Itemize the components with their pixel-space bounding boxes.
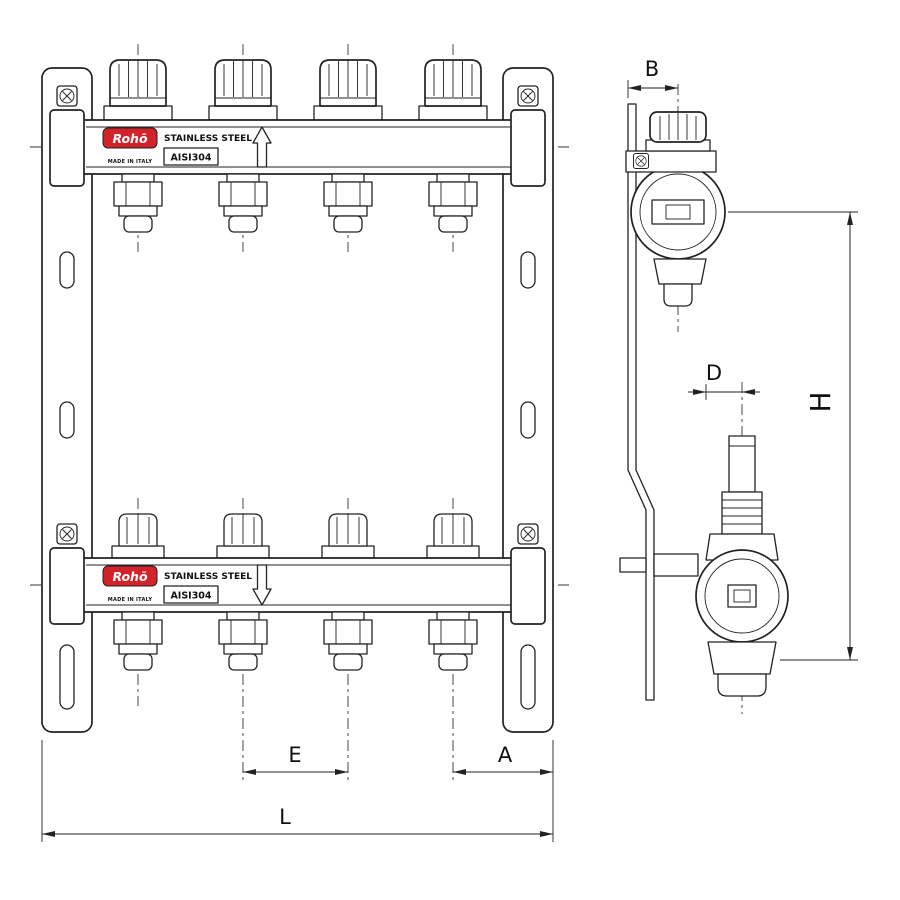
valve-cap-3: [321, 513, 375, 559]
top-cap-3: [313, 59, 383, 121]
alloy-box: [163, 585, 219, 604]
top-outlet-1: [113, 173, 163, 233]
dimension-L: L: [41, 740, 554, 842]
top-left-clamp: [49, 109, 85, 187]
dimension-H: H: [728, 211, 858, 661]
top-outlet-3: [323, 173, 373, 233]
valve-cap-1: [111, 513, 165, 559]
valve-assembly: [619, 435, 789, 697]
flowmeter-nut: [653, 258, 707, 285]
dimension-label-A: A: [498, 743, 513, 767]
dimension-label-B: B: [645, 57, 659, 81]
stainless-steel-text: STAINLESS STEEL: [164, 572, 252, 582]
valve-cap-4: [426, 513, 480, 559]
brand-logo-text: Rohō: [112, 569, 147, 584]
brand-logo-box: [102, 565, 158, 587]
dimension-E: E: [243, 743, 348, 775]
left-bracket-slot-3: [59, 644, 75, 710]
bottom-outlet-1: [113, 611, 163, 671]
flowmeter-assembly: [625, 111, 726, 307]
bottom-left-clamp: [49, 547, 85, 625]
valve-ribbed-adapter: [721, 491, 763, 535]
valve-bottom-cap: [717, 673, 767, 697]
alloy-box: [163, 147, 219, 166]
top-outlet-4: [428, 173, 478, 233]
made-in-italy-text: MADE IN ITALY: [108, 159, 153, 165]
bottom-outlet-2: [218, 611, 268, 671]
valve-cap-2: [216, 513, 270, 559]
dimension-label-E: E: [288, 743, 301, 767]
top-cap-1: [103, 59, 173, 121]
top-right-clamp: [510, 109, 546, 187]
valve-inlet-stub: [619, 557, 647, 573]
alloy-text: AISI304: [170, 153, 211, 164]
valve-window: [727, 584, 757, 608]
dimension-label-D: D: [706, 361, 722, 385]
valve-window-inner: [733, 589, 751, 603]
dimension-label-L: L: [279, 805, 291, 829]
top-bar-branding: Rohō MADE IN ITALY STAINLESS STEEL AISI3…: [102, 126, 272, 168]
top-outlet-2: [218, 173, 268, 233]
dimension-B: B: [627, 57, 678, 98]
left-bracket-slot-2: [59, 401, 75, 439]
right-bracket-slot-2: [520, 401, 536, 439]
stainless-steel-text: STAINLESS STEEL: [164, 134, 252, 144]
made-in-italy-text: MADE IN ITALY: [108, 597, 153, 603]
dimension-D: D: [688, 361, 760, 400]
right-bracket-slot-3: [520, 644, 536, 710]
valve-inner-ring: [704, 558, 780, 634]
screw-top-left-icon: [56, 85, 78, 107]
flowmeter-tail: [663, 283, 693, 307]
side-view: B D H: [619, 57, 858, 714]
top-cap-2: [208, 59, 278, 121]
alloy-text: AISI304: [170, 591, 211, 602]
screw-bottom-left-icon: [56, 523, 78, 545]
flow-arrow-up-icon: [252, 126, 272, 168]
screw-top-right-icon: [517, 85, 539, 107]
dimension-label-H: H: [804, 391, 837, 412]
flowmeter-inner-ring: [639, 173, 717, 251]
right-bracket-slot-1: [520, 251, 536, 289]
flow-arrow-down-icon: [252, 564, 272, 606]
clamp-screw-icon: [633, 153, 649, 169]
bottom-bar-branding: Rohō MADE IN ITALY STAINLESS STEEL AISI3…: [102, 564, 272, 606]
left-bracket-slot-1: [59, 251, 75, 289]
brand-logo-box: [102, 127, 158, 149]
brand-logo-text: Rohō: [112, 131, 147, 146]
valve-stem: [728, 435, 756, 493]
bottom-right-clamp: [510, 547, 546, 625]
flowmeter-scale: [665, 204, 691, 220]
valve-inlet-pipe: [653, 553, 699, 577]
top-cap-4: [418, 59, 488, 121]
front-view: Rohō MADE IN ITALY STAINLESS STEEL AISI3…: [30, 44, 572, 842]
valve-bottom-nut: [707, 641, 777, 675]
flowmeter-sight-window: [651, 199, 705, 225]
dimension-A: A: [453, 743, 553, 775]
bottom-outlet-3: [323, 611, 373, 671]
bottom-outlet-4: [428, 611, 478, 671]
screw-bottom-right-icon: [517, 523, 539, 545]
